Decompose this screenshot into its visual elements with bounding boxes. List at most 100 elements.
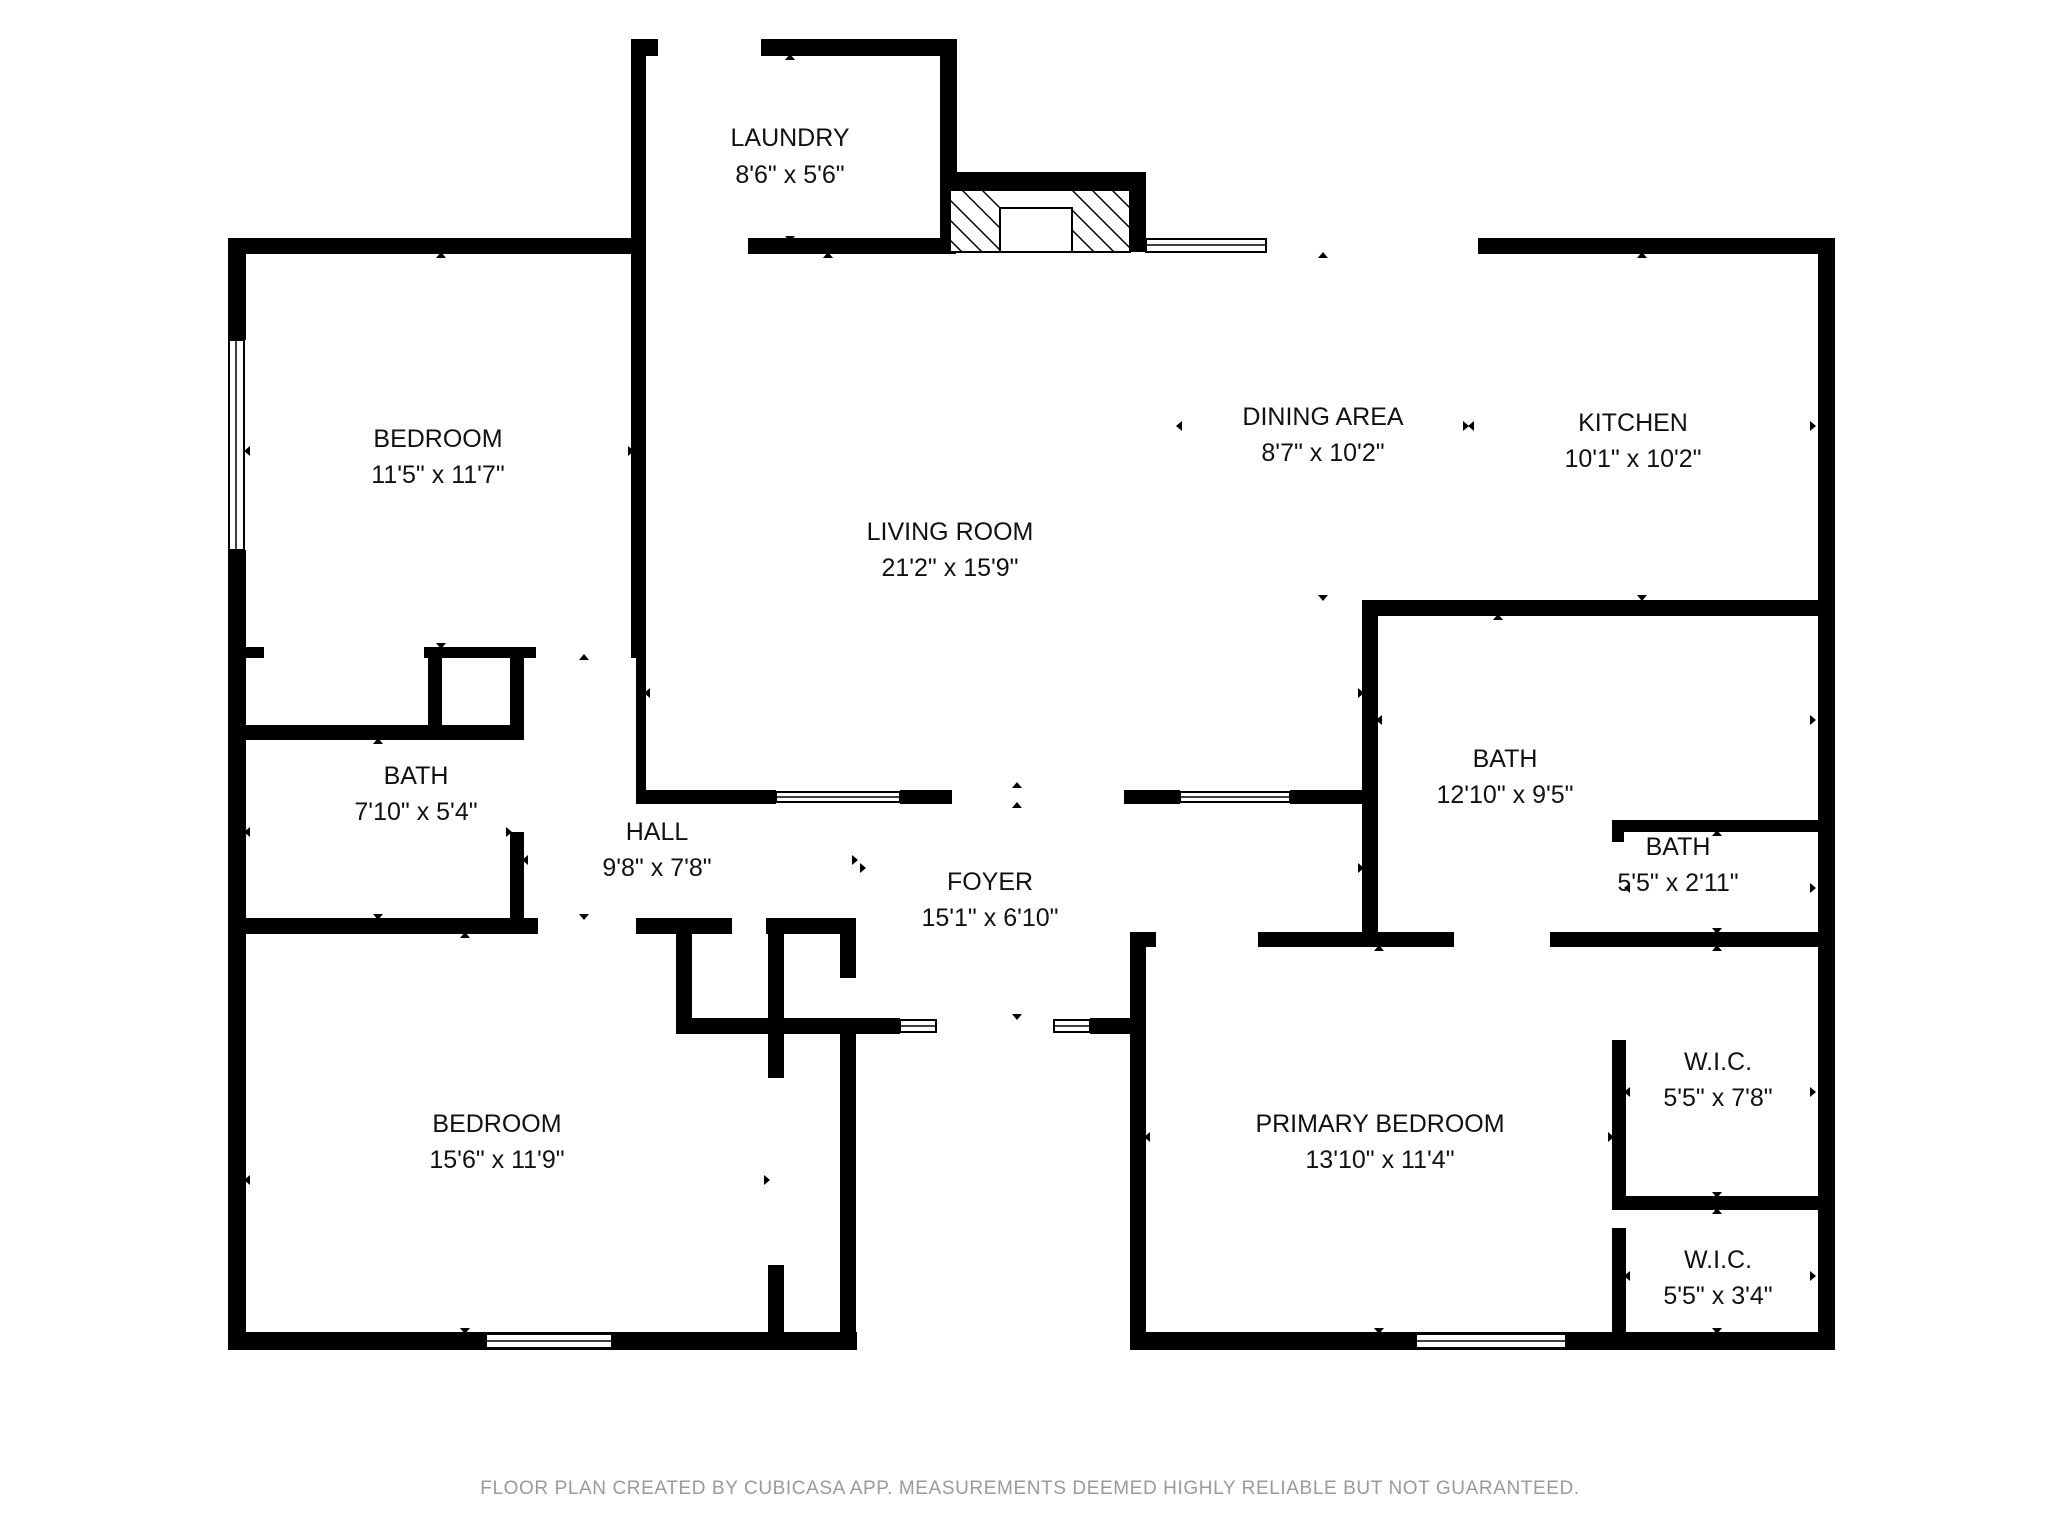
marker [244,446,250,456]
marker [244,827,250,837]
windows [228,238,1567,1349]
marker [373,914,383,920]
exterior-left-upper [228,238,246,340]
closet-wall-v [428,647,442,732]
bedroom2-right-lower [768,1265,784,1350]
marker [1608,1132,1614,1142]
room-name-bath-2: BATH [1473,745,1538,773]
foyer-left-wall [840,918,856,978]
room-dims-wic-1: 5'5" x 7'8" [1663,1084,1772,1112]
room-dims-bath-3: 5'5" x 2'11" [1617,869,1738,897]
room-dims-bath-2: 12'10" x 9'5" [1436,781,1573,809]
marker [785,54,795,60]
room-dims-bath-1: 7'10" x 5'4" [354,798,477,826]
laundry-wall-top-right [761,39,957,56]
marker [522,855,528,865]
marker [1712,1208,1722,1214]
window-top-dining [1145,238,1267,253]
room-name-bath-3: BATH [1646,833,1711,861]
room-name-wic-2: W.I.C. [1684,1246,1752,1274]
room-name-bedroom-1: BEDROOM [373,425,502,453]
marker [823,252,833,258]
exterior-top-mid [748,238,956,254]
room-dims-wic-2: 5'5" x 3'4" [1663,1282,1772,1310]
window-living-bottom-left [775,791,901,803]
marker [1810,1087,1816,1097]
laundry-wall-left [631,39,646,252]
room-name-laundry: LAUNDRY [730,124,849,152]
sidelight-right [1053,1019,1091,1033]
marker [1374,945,1384,951]
marker [1374,1328,1384,1334]
marker [1810,883,1816,893]
bath1-bottom [228,918,538,934]
room-dims-bedroom-1: 11'5" x 11'7" [371,461,504,489]
room-name-dining-area: DINING AREA [1242,403,1403,431]
marker [1318,252,1328,258]
marker [1810,1271,1816,1281]
exterior-top-left [228,238,646,254]
living-bottom-b [900,790,952,804]
marker [860,863,866,873]
marker [460,932,470,938]
fireplace-wall-right [1130,172,1146,252]
marker [1712,1192,1722,1198]
marker [1358,863,1364,873]
bedroom1-living-divider [631,238,646,658]
bath1-right-lower [510,832,524,924]
marker [628,446,634,456]
room-name-bath-1: BATH [384,762,449,790]
bath1-top [228,725,524,740]
marker [1624,883,1630,893]
room-dims-dining-area: 8'7" x 10'2" [1261,439,1384,467]
room-name-primary-bedroom: PRIMARY BEDROOM [1255,1110,1504,1138]
bath1-right-upper [510,647,524,737]
room-dims-living-room: 21'2" x 15'9" [881,554,1018,582]
exterior-left-lower [228,550,246,1350]
bath3-left [1612,820,1624,842]
room-name-kitchen: KITCHEN [1578,409,1688,437]
room-name-wic-1: W.I.C. [1684,1048,1752,1076]
room-dims-hall: 9'8" x 7'8" [602,854,711,882]
wic-left-upper [1612,1040,1626,1210]
marker [1712,830,1722,836]
primary-top-a [1130,932,1156,947]
living-left-lower [636,650,646,800]
disclaimer-footer: FLOOR PLAN CREATED BY CUBICASA APP. MEAS… [480,1478,1580,1499]
marker [1712,1328,1722,1334]
closet2-mid [768,918,784,1026]
marker [1012,802,1022,808]
marker [1810,421,1816,431]
marker [460,1328,470,1334]
room-labels: LAUNDRY 8'6" x 5'6" BEDROOM 11'5" x 11'7… [354,124,1772,1310]
marker [436,643,446,649]
marker [1712,928,1722,934]
closet2-bottom [676,1018,856,1034]
marker [1637,252,1647,258]
marker [1624,1087,1630,1097]
marker [1012,1014,1022,1020]
window-bedroom1-left [228,339,245,551]
fireplace-wall-top [940,172,1146,189]
marker [373,738,383,744]
marker [1810,715,1816,725]
marker [1712,945,1722,951]
exterior-top-right [1478,238,1835,254]
marker [1463,421,1469,431]
wic-left-lower [1612,1228,1626,1350]
marker [579,914,589,920]
foyer-bottom-right [1090,1018,1140,1034]
room-name-hall: HALL [626,818,689,846]
room-dims-foyer: 15'1" x 6'10" [921,904,1058,932]
sidelight-left [899,1019,937,1033]
marker [1176,421,1182,431]
marker [579,654,589,660]
marker [1468,421,1474,431]
fireplace [949,189,1131,253]
marker [1376,715,1382,725]
marker [644,688,650,698]
room-dims-laundry: 8'6" x 5'6" [735,161,844,189]
bath2-top [1362,600,1835,616]
marker [1318,595,1328,601]
marker [1358,688,1364,698]
